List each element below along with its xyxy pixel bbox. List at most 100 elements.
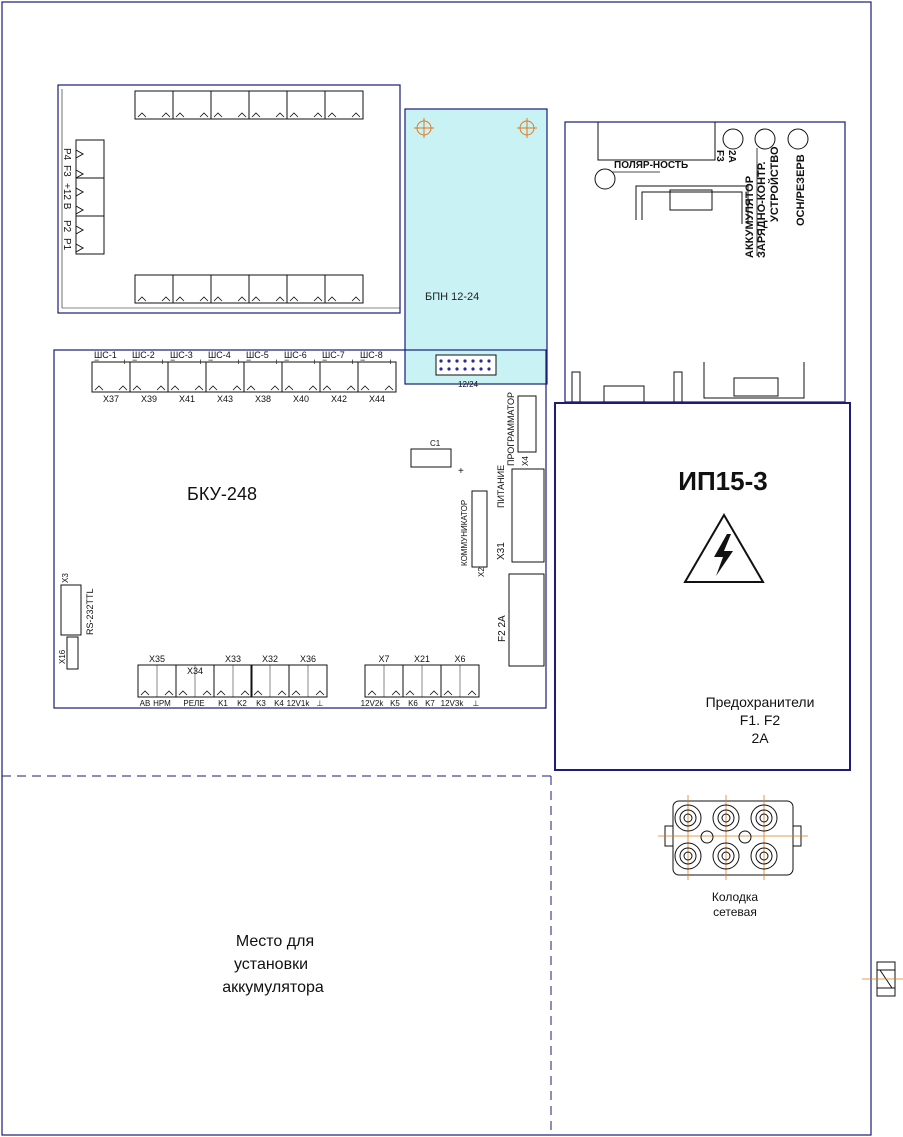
x2-label: X2 — [477, 567, 486, 577]
bottom-pin-label: K4 — [274, 699, 284, 708]
programmer-connector — [517, 395, 537, 453]
zone-plus-sign: + — [274, 357, 279, 367]
zone-minus-sign: − — [132, 355, 137, 365]
polarity-label: ПОЛЯР-НОСТЬ — [614, 160, 688, 171]
bottom-connector-label: X7 — [378, 654, 389, 664]
zone-terminals: ШС-1−+X37ШС-2−+X39ШС-3−+X41ШС-4−+X43ШС-5… — [91, 350, 397, 404]
bottom-connector-label: X6 — [454, 654, 465, 664]
header-pin — [463, 367, 467, 371]
relay-terminal — [172, 90, 212, 120]
bottom-terminal: X21 — [402, 654, 442, 698]
hinge-icon — [862, 961, 903, 997]
bottom-pin-label: РЕЛЕ — [183, 699, 204, 708]
power-label: ПИТАНИЕ — [496, 465, 506, 508]
relay-side-terminals — [75, 139, 105, 255]
zone-terminal: ШС-2−+X39 — [129, 350, 169, 404]
battery-area: Место для установки аккумулятора — [222, 933, 324, 996]
bottom-connector-label: X33 — [225, 654, 241, 664]
bottom-pin-label: 12V2k — [361, 699, 385, 708]
zone-label: ШС-6 — [284, 350, 307, 360]
zone-label: ШС-5 — [246, 350, 269, 360]
zone-minus-sign: − — [246, 355, 251, 365]
enclosure-frame — [1, 1, 872, 1136]
main-reserve-label: ОСН/РЕЗЕРВ — [795, 154, 807, 226]
bottom-connector-label: X32 — [262, 654, 278, 664]
header-pin — [471, 367, 475, 371]
main-reserve-jumper-icon — [787, 128, 809, 150]
bottom-connector-label: X36 — [300, 654, 316, 664]
zone-label: ШС-7 — [322, 350, 345, 360]
bottom-pin-label: ⊥ — [317, 699, 324, 708]
x16-connector — [66, 636, 79, 670]
bottom-pin-label: K2 — [237, 699, 247, 708]
ip-fuses-line3: 2A — [751, 730, 769, 746]
zone-terminal: ШС-4−+X43 — [205, 350, 245, 404]
bottom-terminal: X36 — [288, 654, 328, 698]
relay-terminal — [248, 90, 288, 120]
bottom-terminal: X7 — [364, 654, 404, 698]
rs232-connector — [60, 584, 82, 636]
bpn-connector-label: 12/24 — [458, 380, 479, 389]
bottom-pin-label: ⊥ — [473, 699, 480, 708]
zone-plus-sign: + — [198, 357, 203, 367]
zone-minus-sign: − — [284, 355, 289, 365]
bottom-pin-label: K1 — [218, 699, 228, 708]
zone-terminal: ШС-8−+X44 — [357, 350, 397, 404]
fuse-f2-holder — [508, 573, 545, 667]
header-pin — [455, 367, 459, 371]
x3-label: X3 — [61, 573, 70, 583]
bottom-connector-label: X34 — [187, 666, 203, 676]
commutator-connector — [471, 490, 488, 568]
mounting-hole-icon — [517, 118, 537, 138]
power-connector — [511, 468, 545, 563]
terminal-block-label-line1: Колодка — [712, 890, 758, 904]
capacitor-c1 — [410, 448, 452, 468]
fuse-f3-value: 2A — [726, 150, 737, 163]
bottom-connector-label: X35 — [149, 654, 165, 664]
x31-label: X31 — [496, 542, 507, 560]
zone-terminal: ШС-5− + X38 — [243, 350, 283, 404]
bottom-pin-label: K7 — [425, 699, 435, 708]
capacitor-c1-label: C1 — [430, 439, 441, 448]
zone-connector-label: X37 — [103, 394, 119, 404]
header-pin — [455, 359, 459, 363]
ip-fuses-line1: Предохранители — [706, 694, 815, 710]
relay-terminal — [134, 90, 174, 120]
bpn-pin-header — [435, 354, 497, 376]
zone-plus-sign: + — [236, 357, 241, 367]
zone-plus-sign: + — [312, 357, 317, 367]
zone-minus-sign: − — [322, 355, 327, 365]
bpn-label: БПН 12-24 — [425, 291, 479, 303]
accumulator-label: АККУМУЛЯТОР — [744, 176, 756, 258]
zone-label: ШС-1 — [94, 350, 117, 360]
rs232-label: RS-232TTL — [85, 588, 95, 635]
charger-label-line1: ЗАРЯДНО-КОНТР. — [756, 162, 768, 258]
header-pin — [447, 359, 451, 363]
commutator-label: КОММУНИКАТОР — [460, 500, 469, 566]
zone-minus-sign: − — [170, 355, 175, 365]
bottom-connector-label: X21 — [414, 654, 430, 664]
bottom-terminal: X35 — [137, 654, 177, 698]
relay-terminal — [248, 274, 288, 304]
bottom-pin-label: AB — [140, 699, 151, 708]
header-pin — [479, 359, 483, 363]
zone-terminal: ШС-6−+X40 — [281, 350, 321, 404]
bottom-pin-label: НРМ — [153, 699, 171, 708]
bottom-terminal: X34 — [175, 664, 215, 698]
fuse-f2-label: F2 2A — [497, 615, 508, 642]
bottom-pin-label: K3 — [256, 699, 266, 708]
zone-minus-sign: − — [208, 355, 213, 365]
header-pin — [487, 359, 491, 363]
relay-bottom-terminals — [134, 274, 364, 304]
zone-connector-label: X38 — [255, 394, 271, 404]
jumper-polarity-icon — [594, 168, 616, 190]
battery-area-line1: Место для — [236, 933, 314, 950]
zone-terminal: ШС-7−+X42 — [319, 350, 359, 404]
bottom-pin-label: K6 — [408, 699, 418, 708]
header-pin — [463, 359, 467, 363]
terminal-block-label-line2: сетевая — [713, 905, 757, 919]
zone-plus-sign: + — [350, 357, 355, 367]
header-pin — [479, 367, 483, 371]
